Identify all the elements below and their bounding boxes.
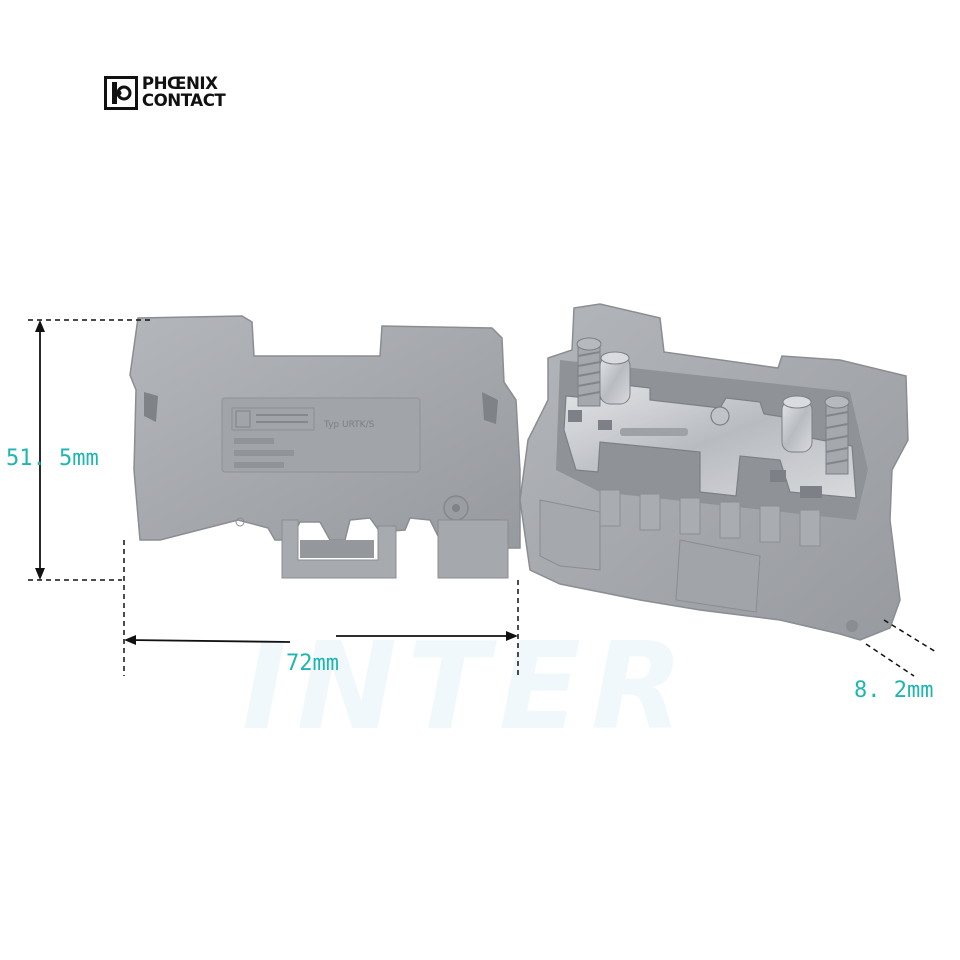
watermark-text: INTER (242, 618, 694, 757)
right-screw-icon (824, 395, 850, 475)
dimension-lines (28, 319, 937, 677)
left-screw-icon (576, 337, 602, 407)
center-screw-icon (710, 406, 730, 426)
phoenix-contact-logo-icon (104, 76, 138, 110)
brand-line-2: CONTACT (141, 91, 226, 111)
terminal-block-open-view (519, 303, 909, 641)
height-dimension-label: 51. 5mm (6, 446, 99, 471)
depth-dimension-label: 8. 2mm (854, 678, 934, 703)
width-dimension-label: 72mm (286, 651, 339, 676)
brand-line-1: PHŒNIX (141, 74, 218, 94)
product-type-print: Typ URTK/S (323, 420, 375, 430)
terminal-block-side-view: Typ URTK/S (129, 315, 521, 579)
brand-logo: PHŒNIX CONTACT (104, 76, 226, 110)
brand-wordmark: PHŒNIX CONTACT (141, 74, 226, 111)
